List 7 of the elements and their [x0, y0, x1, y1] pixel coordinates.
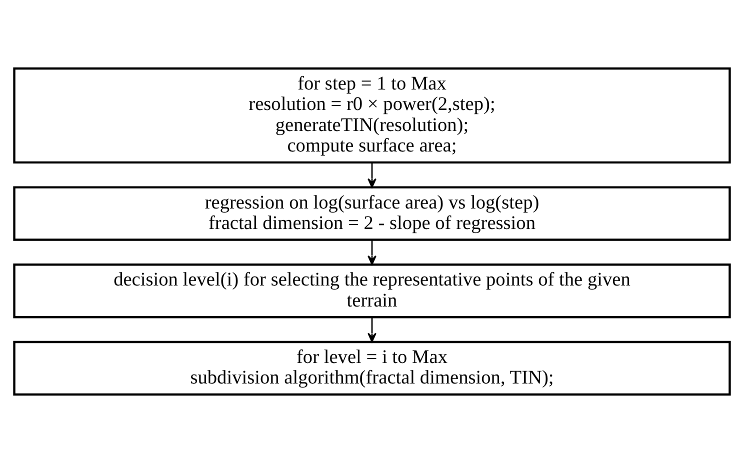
node-box: regression on log(surface area) vs log(step) fractal dimension = 2 - slope of regression: [13, 186, 731, 240]
arrow: [368, 240, 376, 264]
node-box: for level = i to Max subdivision algorithm(fractal dimension, TIN);: [13, 340, 731, 396]
node-box: for step = 1 to Max resolution = r0 × power(2,step); generateTIN(resolution); compute surface area;: [13, 66, 731, 164]
node-box: decision level(i) for selecting the representative points of the given terrain: [13, 263, 731, 318]
arrow: [368, 162, 376, 188]
arrow: [368, 317, 376, 342]
